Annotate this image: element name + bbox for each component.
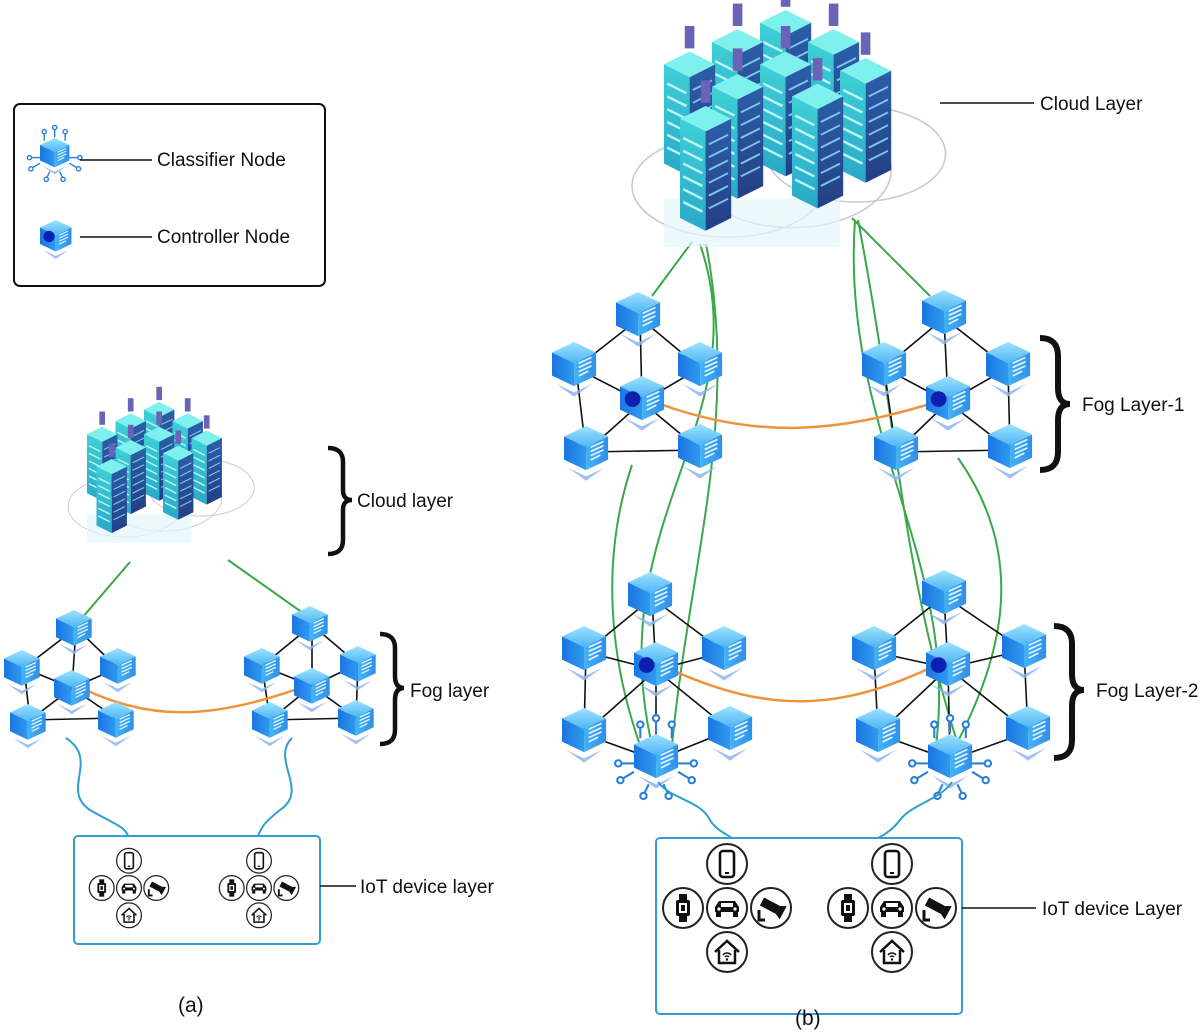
cloud-brace (327, 445, 353, 557)
iot-link (657, 781, 733, 839)
cloud-link (227, 559, 311, 619)
panel-b: Cloud Layer (551, 0, 1198, 1030)
inter-controller-link (671, 666, 931, 703)
fog-layer-2-label: Fog Layer-2 (1096, 681, 1198, 702)
iot-layer-label: IoT device Layer (1042, 899, 1183, 920)
fog-nodes-a-right (243, 605, 377, 747)
cloud-cluster-b (632, 0, 946, 247)
fog-brace (379, 631, 405, 747)
iot-link (257, 737, 293, 837)
fog-layer-2-nodes (561, 569, 1051, 799)
inter-controller-link (659, 400, 937, 430)
fog-nodes-a-left (3, 609, 137, 749)
caption-a: (a) (178, 994, 204, 1017)
controller-node-label: Controller Node (157, 227, 290, 248)
iot-link (877, 781, 953, 839)
cloud-link (81, 561, 131, 619)
fog1-brace (1039, 335, 1071, 473)
panel-a: Cloud layer (3, 387, 494, 1017)
iot-device-box (655, 837, 963, 1015)
caption-b: (b) (795, 1007, 821, 1030)
cloud-layer-label: Cloud layer (357, 491, 454, 512)
iot-link (65, 737, 129, 837)
fog-layer-label: Fog layer (410, 681, 490, 702)
legend-box: Classifier Node Controller Node (13, 103, 326, 287)
cloud-layer-label: Cloud Layer (1040, 94, 1143, 115)
classifier-node-label: Classifier Node (157, 150, 286, 171)
inter-controller-link (85, 686, 301, 714)
iot-layer-label: IoT device layer (360, 877, 494, 898)
fog2-brace (1053, 623, 1085, 761)
cloud-cluster-a (68, 387, 254, 543)
fog-layer-1-label: Fog Layer-1 (1082, 395, 1184, 416)
